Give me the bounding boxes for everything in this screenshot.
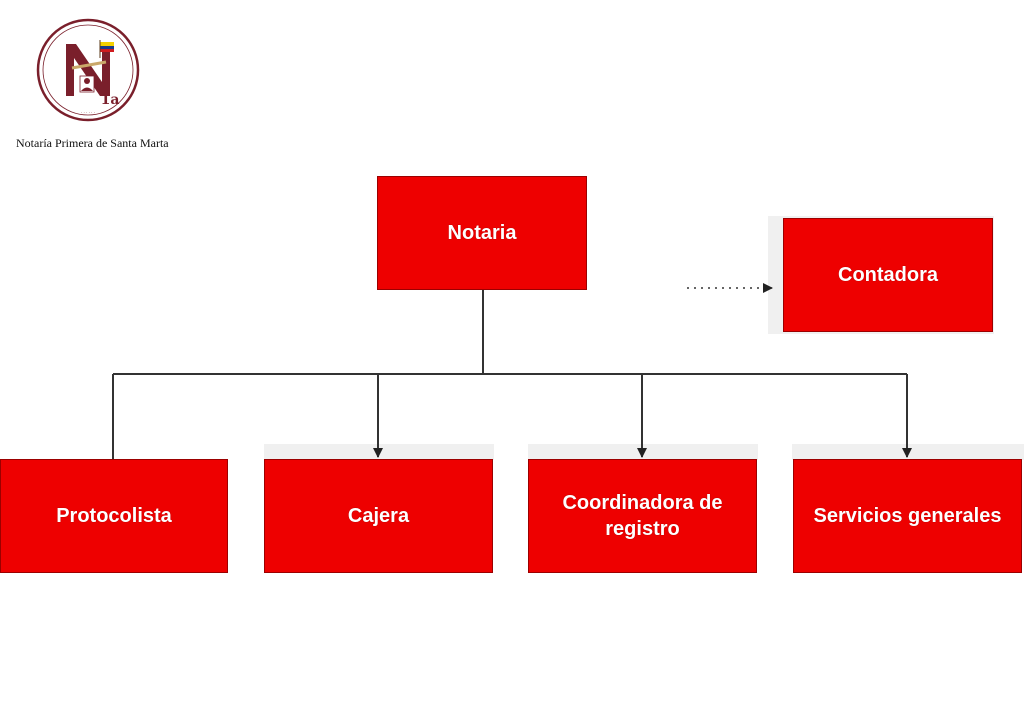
node-contadora: Contadora	[783, 218, 993, 332]
node-notaria: Notaria	[377, 176, 587, 290]
node-cajera: Cajera	[264, 459, 493, 573]
svg-text:1a: 1a	[101, 92, 120, 108]
svg-text:· · · · · ·: · · · · · ·	[81, 110, 95, 115]
notaria-logo: 1a · · · · · ·	[36, 18, 140, 122]
node-coordinadora: Coordinadora de registro	[528, 459, 757, 573]
node-protocolista: Protocolista	[0, 459, 228, 573]
organization-name: Notaría Primera de Santa Marta	[16, 136, 169, 150]
node-servicios-generales: Servicios generales	[793, 459, 1022, 573]
